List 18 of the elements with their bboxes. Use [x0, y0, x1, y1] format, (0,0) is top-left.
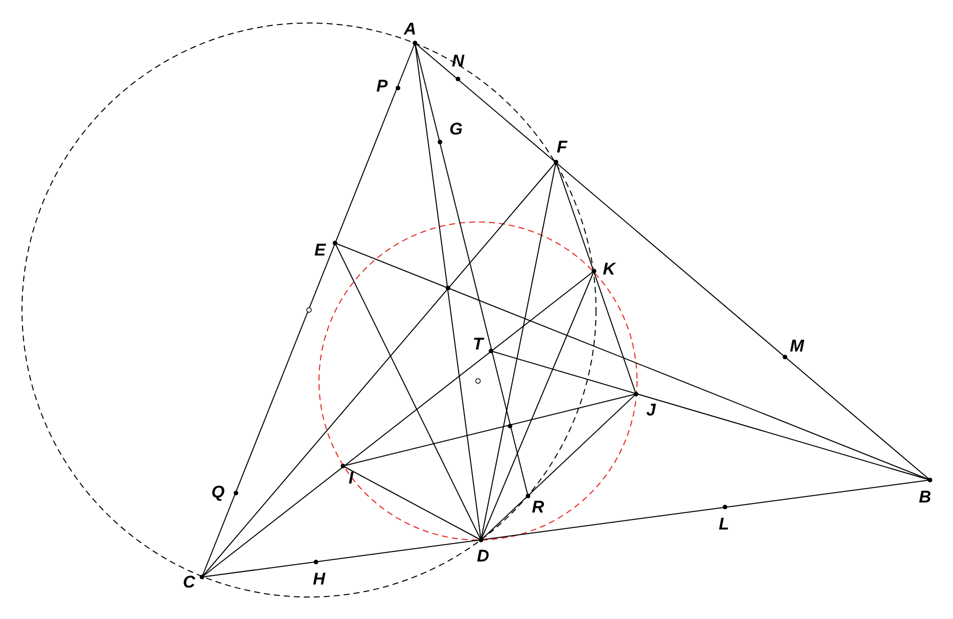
point-label: A: [404, 20, 416, 38]
point-label: J: [646, 402, 656, 418]
point-label: M: [790, 338, 804, 354]
point-label: F: [556, 138, 568, 156]
point-label: K: [602, 260, 616, 278]
point-label: H: [312, 570, 326, 588]
point-label: D: [476, 548, 490, 564]
point-label: I: [348, 470, 354, 486]
point-label: R: [532, 498, 544, 516]
point-label: Q: [211, 484, 225, 500]
point-label: G: [449, 120, 463, 138]
point-label: L: [718, 516, 730, 532]
point-label: P: [376, 78, 388, 94]
point-label: C: [182, 574, 196, 590]
point-label: E: [314, 242, 326, 258]
point-label: B: [918, 488, 932, 506]
point-label: N: [452, 52, 464, 70]
point-label: T: [472, 336, 484, 352]
